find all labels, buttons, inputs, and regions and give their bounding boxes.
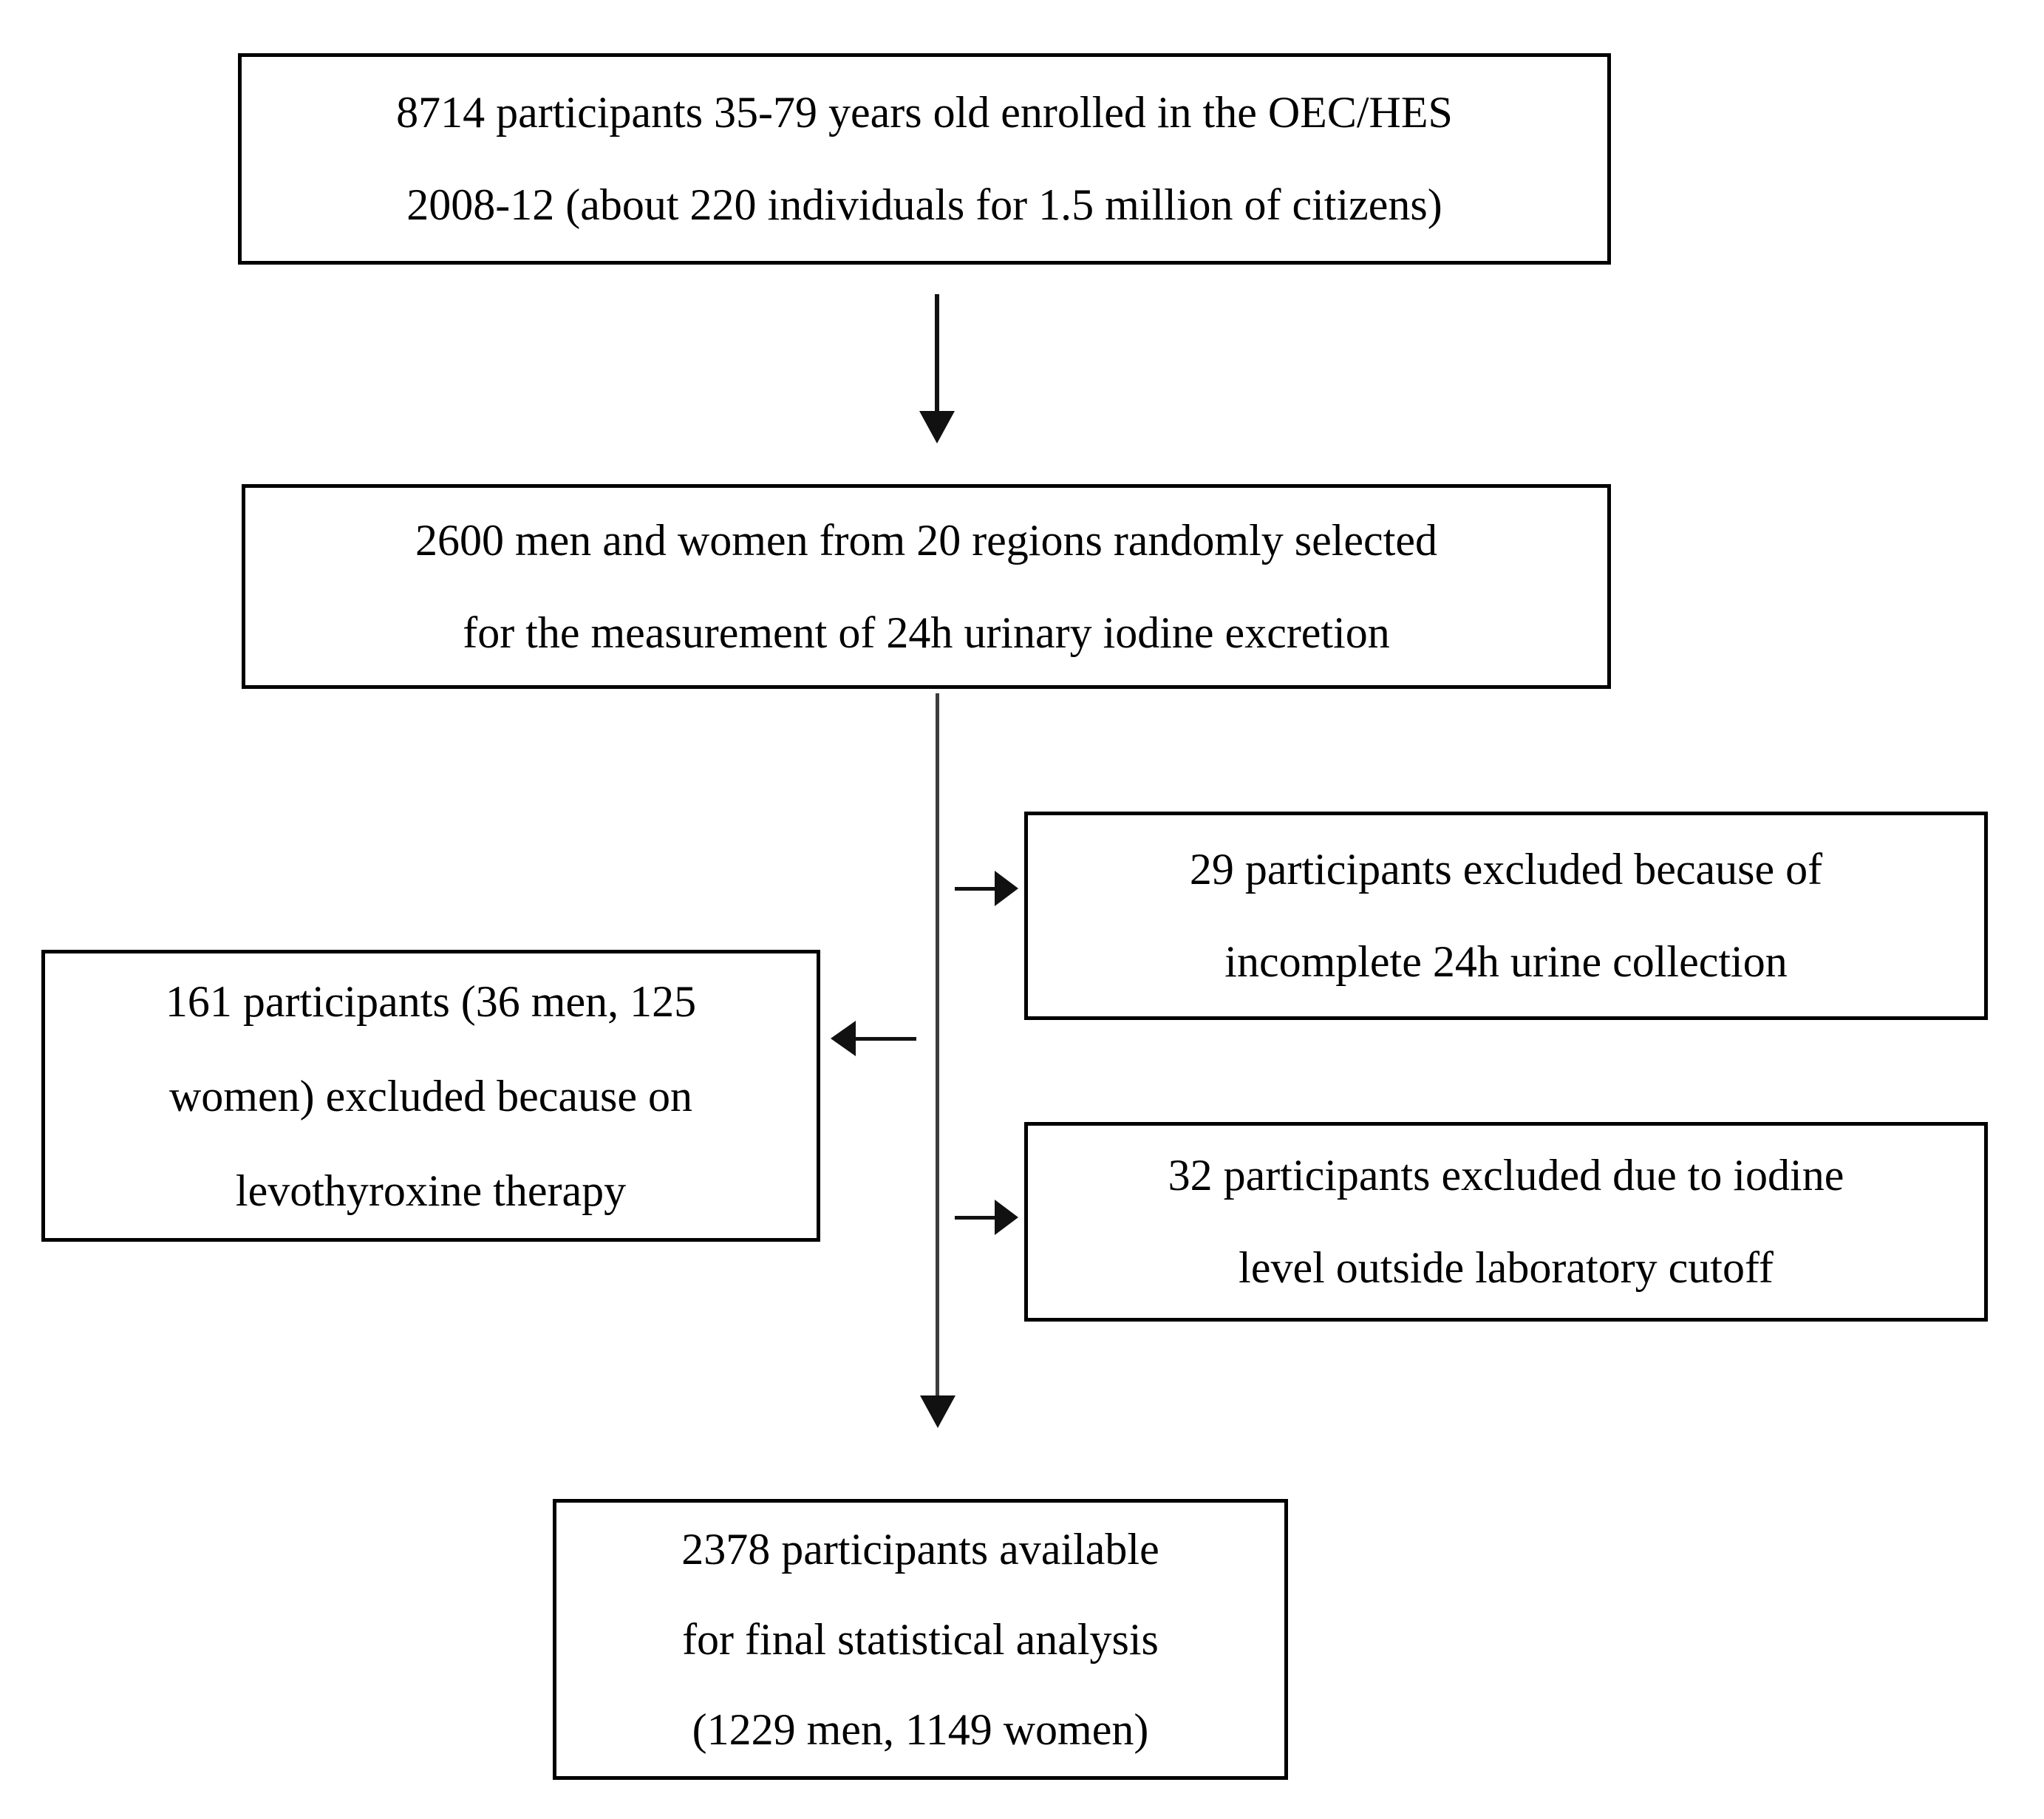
box-excluded-levothyroxine-line-1: 161 participants (36 men, 125 (165, 976, 697, 1026)
box-excluded-levothyroxine: 161 participants (36 men, 125 women) exc… (41, 950, 820, 1242)
arrow-selected-to-final-shaft (936, 693, 939, 1395)
arrow-enrolled-to-selected-shaft (935, 294, 939, 412)
arrow-to-excluded-incomplete-head-icon (995, 871, 1018, 906)
arrow-to-excluded-cutoff-shaft (955, 1216, 995, 1220)
arrow-to-excluded-incomplete-shaft (955, 887, 995, 891)
box-excluded-levothyroxine-line-2: women) excluded because on (168, 1071, 693, 1121)
box-excluded-levothyroxine-line-3: levothyroxine therapy (235, 1166, 627, 1215)
box-excluded-incomplete-line-1: 29 participants excluded because of (1189, 845, 1823, 894)
arrow-to-excluded-levothyroxine-shaft (856, 1037, 916, 1041)
box-final-analysis-line-3: (1229 men, 1149 women) (692, 1705, 1149, 1754)
box-excluded-iodine-cutoff-line-1: 32 participants excluded due to iodine (1168, 1151, 1844, 1200)
box-excluded-iodine-cutoff-line-2: level outside laboratory cutoff (1239, 1243, 1774, 1292)
box-enrolled: 8714 participants 35-79 years old enroll… (238, 53, 1611, 265)
arrow-selected-to-final-head-icon (920, 1395, 955, 1428)
box-selected-line-2: for the measurement of 24h urinary iodin… (463, 608, 1390, 657)
box-final-analysis: 2378 participants available for final st… (553, 1499, 1288, 1780)
box-selected-line-1: 2600 men and women from 20 regions rando… (415, 515, 1437, 565)
box-final-analysis-line-2: for final statistical analysis (682, 1615, 1159, 1664)
box-excluded-incomplete-line-2: incomplete 24h urine collection (1224, 937, 1788, 986)
box-selected: 2600 men and women from 20 regions rando… (242, 484, 1611, 689)
box-excluded-incomplete: 29 participants excluded because of inco… (1024, 812, 1988, 1020)
box-excluded-iodine-cutoff: 32 participants excluded due to iodine l… (1024, 1122, 1988, 1322)
box-enrolled-line-2: 2008-12 (about 220 individuals for 1.5 m… (406, 180, 1442, 229)
box-enrolled-line-1: 8714 participants 35-79 years old enroll… (396, 88, 1453, 137)
arrow-to-excluded-levothyroxine-head-icon (831, 1021, 856, 1056)
arrow-to-excluded-cutoff-head-icon (995, 1200, 1018, 1235)
box-final-analysis-line-1: 2378 participants available (681, 1525, 1159, 1574)
arrow-enrolled-to-selected-head-icon (919, 411, 955, 443)
